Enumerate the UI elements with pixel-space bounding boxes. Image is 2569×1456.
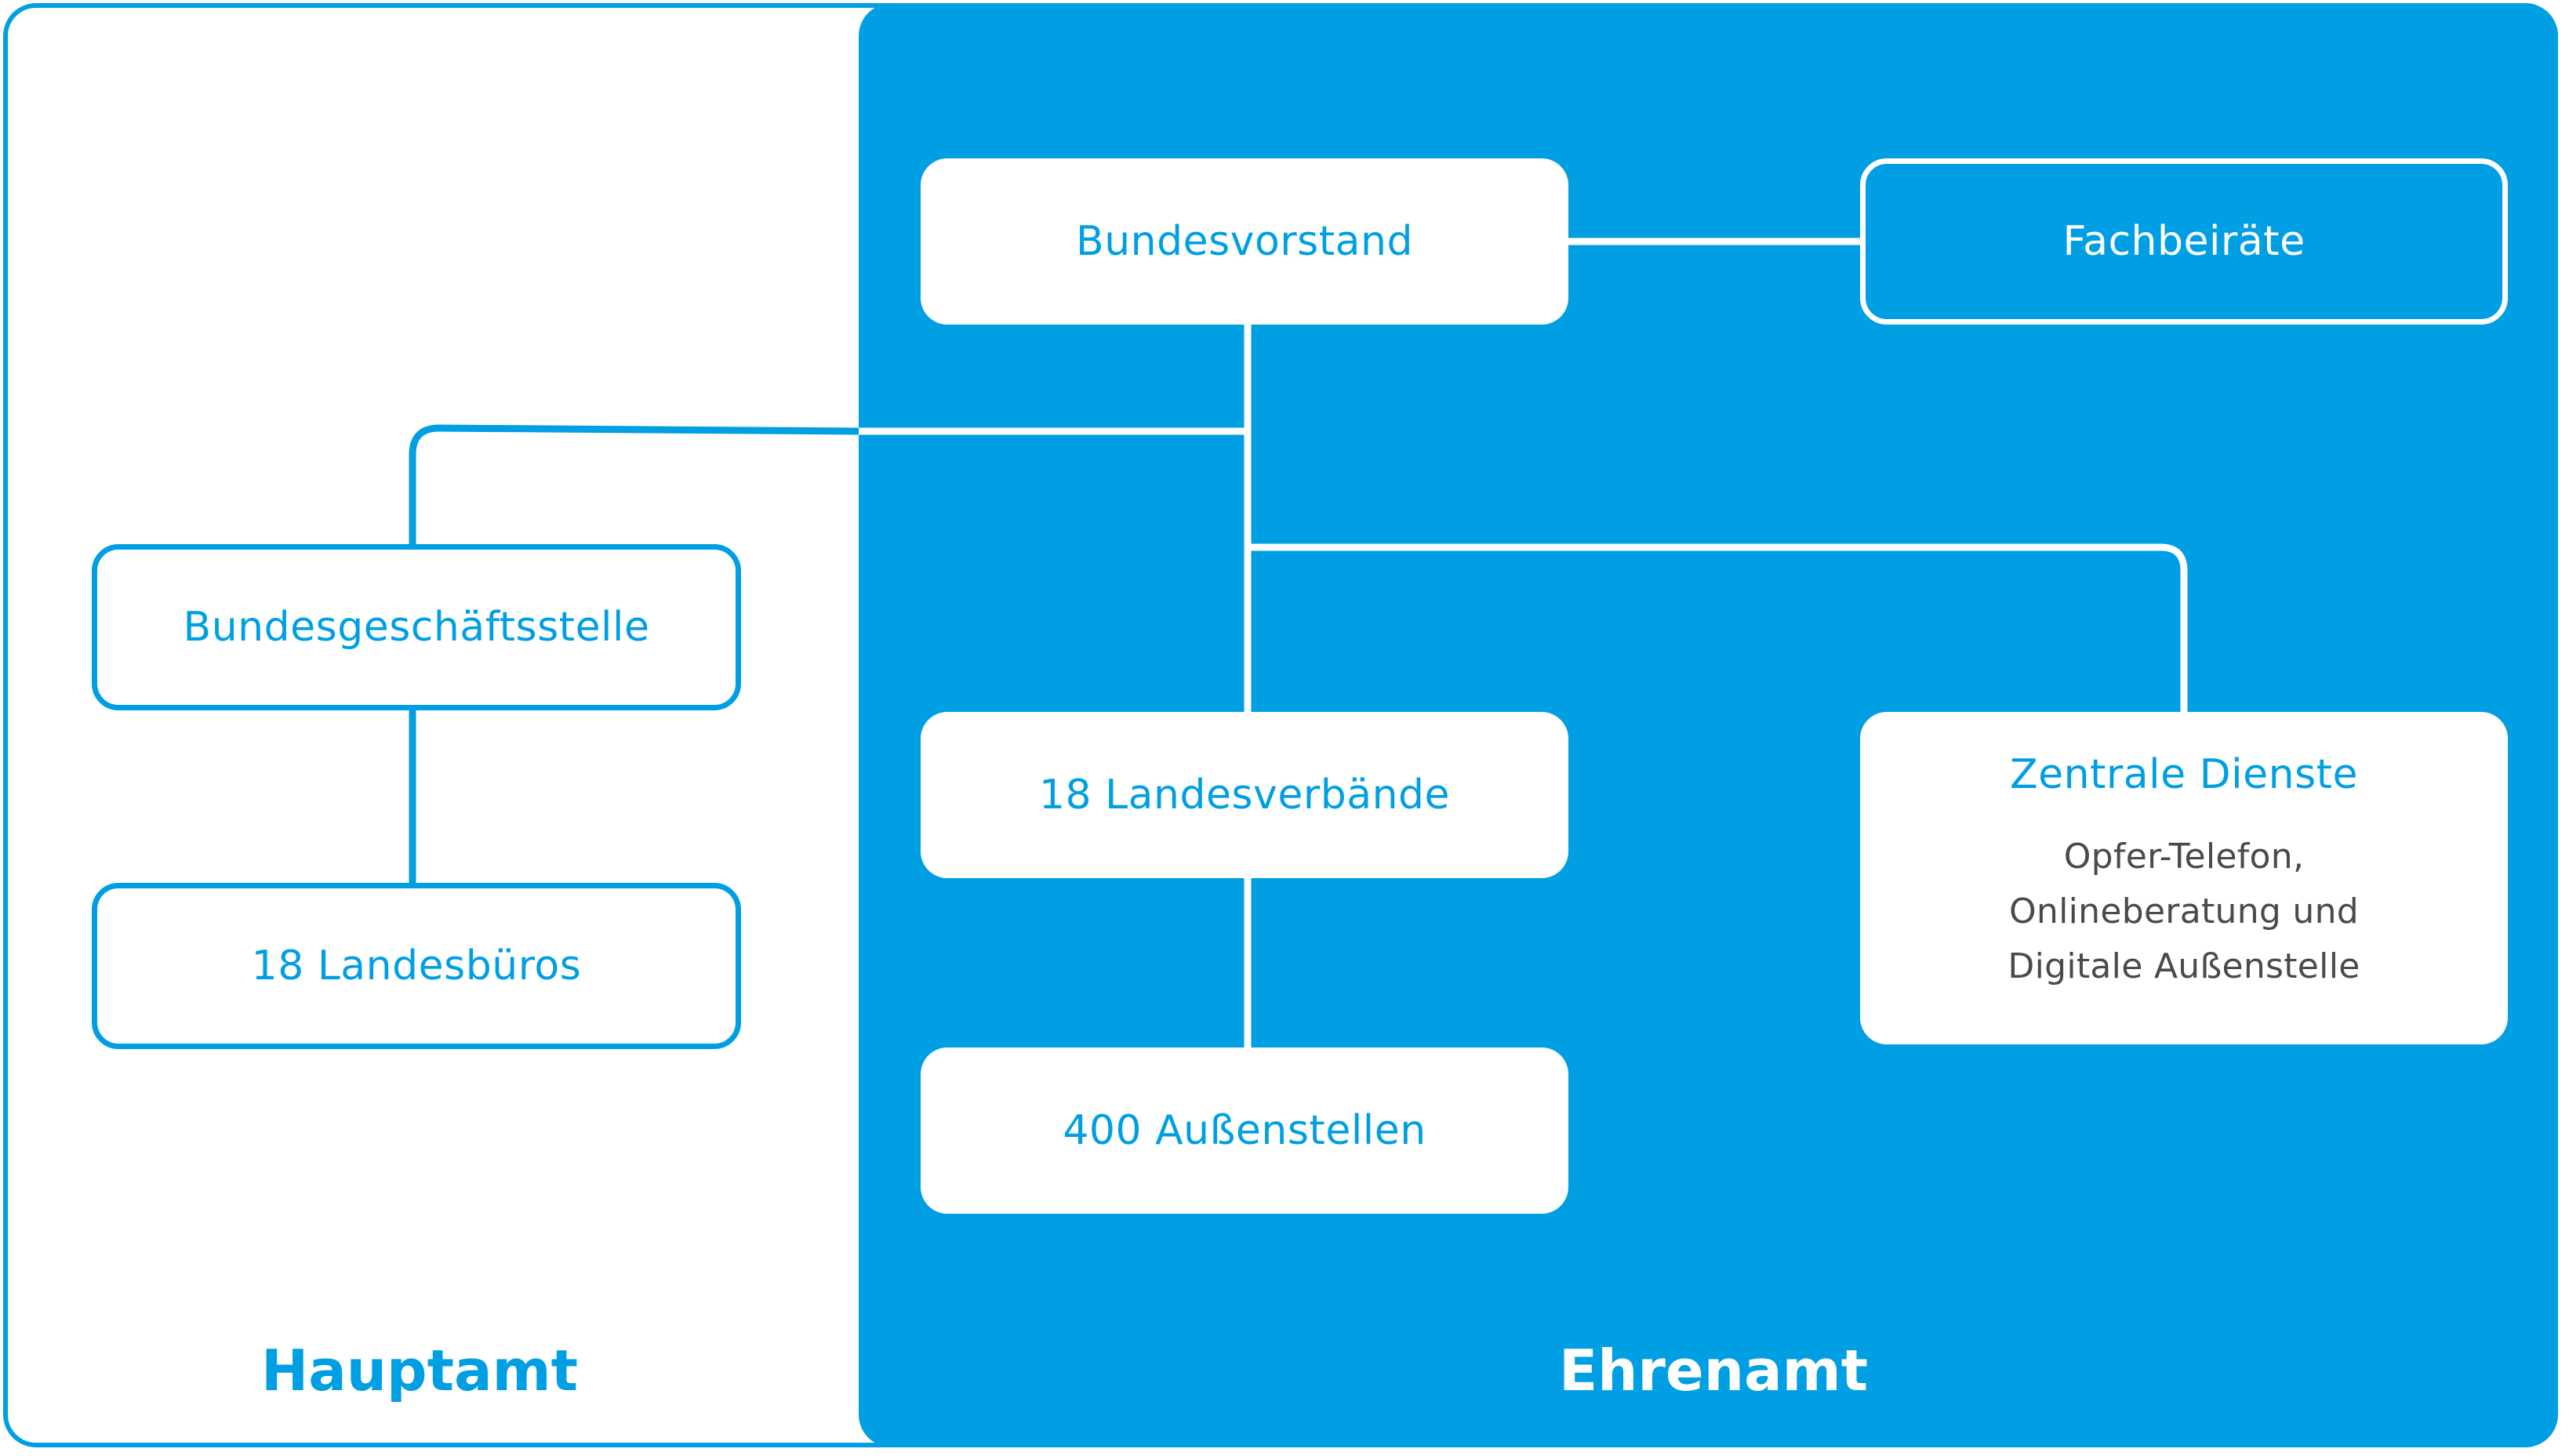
- node-bundesgeschaeftsstelle: Bundesgeschäftsstelle: [92, 544, 741, 710]
- connector-bgs-blue: [409, 424, 859, 547]
- bundesvorstand-label: Bundesvorstand: [1076, 218, 1413, 265]
- hauptamt-label: Hauptamt: [260, 1338, 579, 1403]
- zentrale-dienste-line-3: Digitale Außenstelle: [2008, 946, 2360, 986]
- zentrale-dienste-title: Zentrale Dienste: [2009, 751, 2359, 798]
- node-bundesvorstand: Bundesvorstand: [921, 158, 1568, 325]
- node-fachbeiraete: Fachbeiräte: [1860, 158, 2508, 325]
- landesbueros-label: 18 Landesbüros: [251, 942, 582, 989]
- node-landesverbaende: 18 Landesverbände: [921, 712, 1568, 878]
- connector-zentrale-dienste: [1248, 543, 2188, 713]
- ehrenamt-label: Ehrenamt: [1558, 1338, 1869, 1403]
- zentrale-dienste-line-2: Onlineberatung und: [2008, 891, 2360, 931]
- aussenstellen-label: 400 Außenstellen: [1063, 1107, 1426, 1154]
- node-zentrale-dienste: Zentrale Dienste Opfer-Telefon, Onlinebe…: [1860, 712, 2508, 1044]
- zentrale-dienste-line-1: Opfer-Telefon,: [2063, 837, 2305, 877]
- fachbeiraete-label: Fachbeiräte: [2062, 218, 2306, 265]
- landesverbaende-label: 18 Landesverbände: [1038, 772, 1451, 819]
- bundesgeschaeftsstelle-label: Bundesgeschäftsstelle: [183, 604, 650, 651]
- zentrale-dienste-description: Opfer-Telefon, Onlineberatung und Digita…: [2008, 830, 2360, 994]
- node-aussenstellen: 400 Außenstellen: [921, 1048, 1568, 1214]
- node-landesbueros: 18 Landesbüros: [92, 883, 741, 1049]
